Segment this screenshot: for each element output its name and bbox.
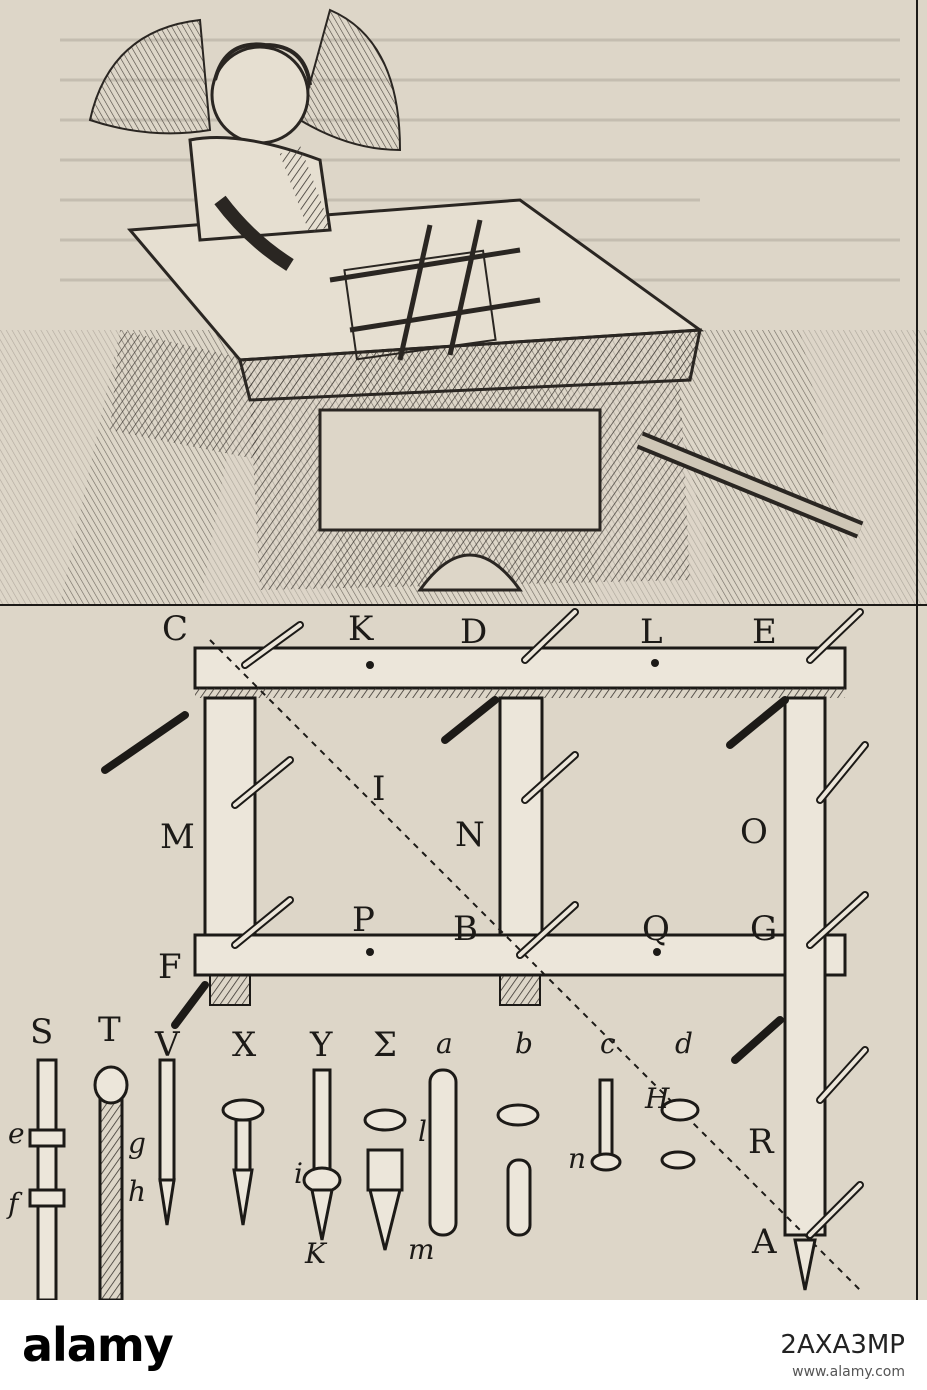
label-n: N xyxy=(455,815,485,855)
wooden-frame xyxy=(101,608,869,1291)
label-f-small: f xyxy=(8,1187,19,1220)
label-k-small: K xyxy=(305,1237,326,1270)
label-l: L xyxy=(640,612,663,652)
label-n-small: n xyxy=(568,1142,587,1175)
label-m: M xyxy=(160,817,195,857)
stock-id: 2AXA3MP xyxy=(780,1330,905,1360)
label-i: I xyxy=(372,769,386,809)
cherub xyxy=(88,8,402,271)
label-h: H xyxy=(645,1082,670,1115)
label-d-small: d xyxy=(675,1027,693,1060)
label-k: K xyxy=(348,609,374,649)
engraving-image: C K D L E I M N O P B Q G F R A H S T V … xyxy=(0,0,927,1300)
label-m-small: m xyxy=(408,1233,435,1266)
footer-url: www.alamy.com xyxy=(792,1364,905,1380)
label-e-small: e xyxy=(8,1117,25,1150)
label-o: O xyxy=(740,812,768,852)
footer-bar xyxy=(0,1300,927,1390)
label-x: X xyxy=(232,1025,257,1065)
label-q: Q xyxy=(642,909,670,949)
label-d: D xyxy=(460,612,488,652)
tools-row xyxy=(28,1058,817,1300)
label-c: C xyxy=(162,609,189,649)
label-f: F xyxy=(158,947,182,987)
label-h-small: h xyxy=(128,1175,147,1208)
label-a-small: a xyxy=(436,1027,453,1060)
engraving-drawing xyxy=(0,0,927,1300)
label-s: S xyxy=(30,1012,54,1052)
label-y: Y xyxy=(310,1025,333,1065)
label-l-small: l xyxy=(418,1115,427,1148)
label-v: V xyxy=(155,1025,180,1065)
label-g: G xyxy=(750,909,778,949)
label-g-small: g xyxy=(128,1127,146,1160)
label-r: R xyxy=(748,1122,774,1162)
desk xyxy=(110,198,864,592)
label-e: E xyxy=(752,612,777,652)
alamy-logo: alamy xyxy=(22,1318,174,1372)
label-c-small: c xyxy=(600,1027,616,1060)
label-b-small: b xyxy=(515,1027,533,1060)
label-p: P xyxy=(352,900,375,940)
label-i-small: i xyxy=(294,1157,303,1190)
label-b: B xyxy=(453,909,478,949)
label-sigma: Σ xyxy=(373,1025,398,1065)
label-a: A xyxy=(752,1222,777,1262)
label-t: T xyxy=(98,1010,121,1050)
